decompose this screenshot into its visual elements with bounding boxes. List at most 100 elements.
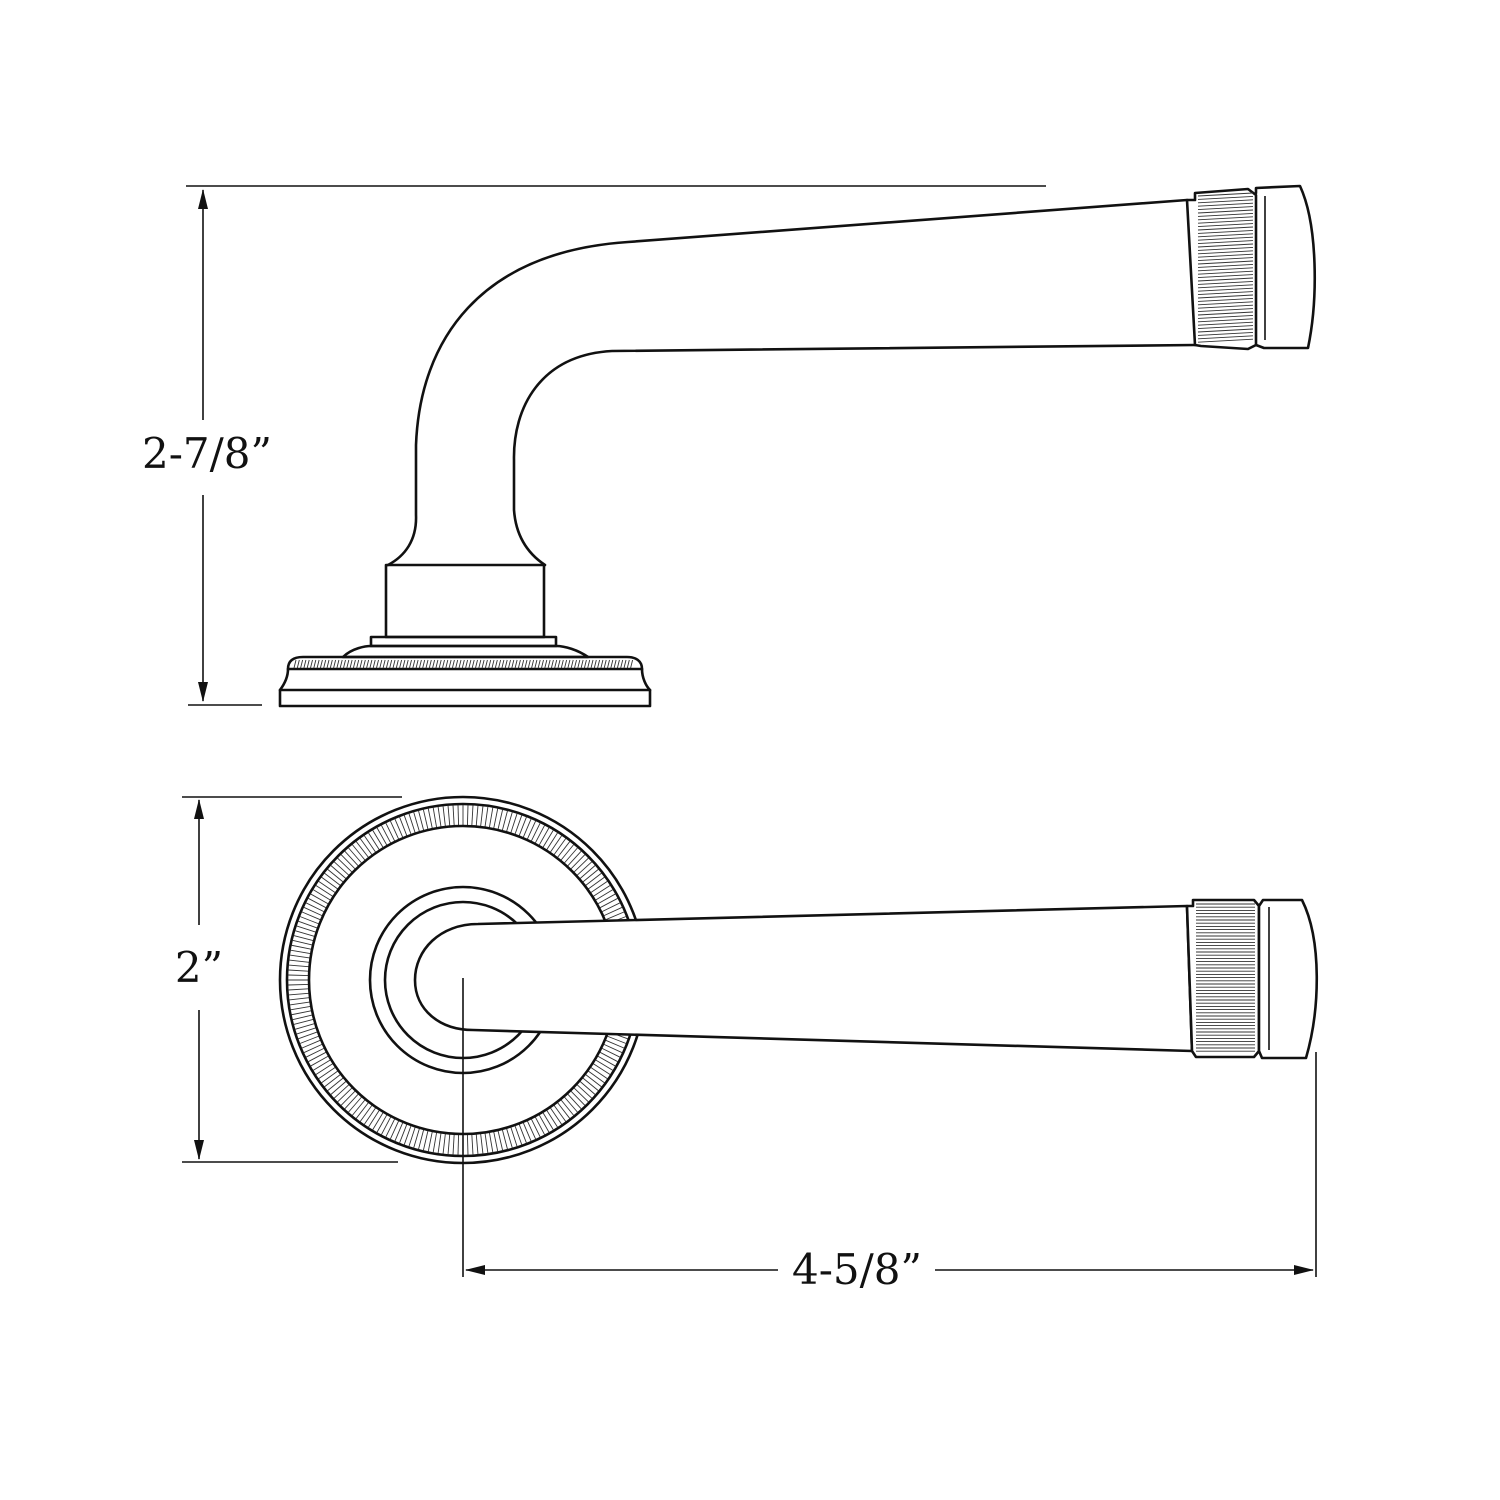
rose-knurl-line — [560, 1099, 575, 1116]
sleeve-knurl-line — [1197, 297, 1254, 302]
rose-knurl-line — [620, 659, 624, 669]
rose-knurl-line — [418, 659, 422, 669]
rose-knurl-line — [305, 1047, 325, 1058]
sleeve-knurl-line — [1197, 202, 1254, 207]
rose-knurl-line — [376, 1114, 388, 1133]
sleeve-knurl-line — [1197, 325, 1254, 330]
rose-knurl-line — [576, 861, 593, 876]
rose-knurl-line — [585, 872, 602, 886]
rose-knurl-line — [385, 659, 389, 669]
sleeve-knurl-line — [1197, 199, 1254, 204]
rose-knurl-line — [498, 659, 502, 669]
rose-knurl-line — [607, 1035, 627, 1044]
rose-knurl-line — [510, 1127, 518, 1147]
rose-knurl-line — [480, 806, 484, 827]
rose-knurl-line — [579, 865, 596, 879]
sleeve-knurl-line — [1197, 192, 1254, 197]
rose-knurl-line — [593, 1063, 611, 1075]
front-end-cap — [1257, 898, 1319, 1060]
rose-knurl-line — [288, 964, 309, 968]
rose-knurl-line — [550, 1107, 563, 1125]
sleeve-knurl-line — [1197, 301, 1254, 306]
rose-knurl-line — [493, 1131, 499, 1152]
rose-knurl-line — [445, 659, 449, 669]
rose-knurl-line — [567, 1093, 582, 1110]
rose-knurl-line — [605, 1039, 625, 1049]
rose-knurl-line — [301, 1039, 321, 1049]
sleeve-knurl-line — [1197, 304, 1254, 309]
height-dimension-label: 2-7/8” — [142, 429, 272, 478]
rose-knurl-line — [291, 1010, 312, 1016]
sleeve-knurl-line — [1197, 195, 1254, 200]
rose-knurl-line — [484, 659, 488, 669]
rose-knurl-line — [330, 1081, 347, 1095]
rose-knurl-line — [599, 1051, 618, 1063]
sleeve-knurl-line — [1197, 209, 1254, 214]
side-stem-collar — [369, 635, 558, 648]
rose-knurl-line — [593, 885, 611, 897]
rose-knurl-line — [518, 1124, 527, 1144]
rose-knurl-line — [323, 659, 327, 669]
front-lever-outline — [413, 904, 1194, 1053]
rose-knurl-line — [537, 659, 541, 669]
rose-knurl-line — [327, 1077, 344, 1092]
side-lever-inner-outline — [512, 343, 1197, 567]
sleeve-knurl-line — [1197, 277, 1254, 282]
side-stem — [384, 563, 546, 639]
rose-knurl-line — [418, 810, 425, 831]
sleeve-knurl-line — [1197, 219, 1254, 224]
rose-knurl-line — [442, 1133, 446, 1154]
rose-knurl-line — [601, 1047, 621, 1058]
rose-knurl-line — [475, 659, 478, 669]
rose-knurl-line — [560, 659, 564, 669]
rose-knurl-line — [422, 809, 429, 830]
rose-knurl-line — [312, 889, 331, 901]
rose-knurl-line — [392, 659, 396, 669]
rose-knurl-line — [337, 1087, 353, 1103]
rose-knurl-line — [544, 659, 548, 669]
rose-knurl-line — [349, 659, 353, 669]
rose-knurl-line — [579, 1081, 596, 1095]
rose-knurl-line — [506, 1128, 513, 1149]
rose-knurl-line — [376, 827, 388, 846]
rose-knurl-line — [522, 1122, 532, 1142]
rose-knurl-line — [534, 825, 546, 844]
rose-knurl-line — [296, 1027, 316, 1035]
rose-knurl-line — [452, 1134, 455, 1155]
rose-knurl-line — [466, 805, 469, 826]
sleeve-knurl-line — [1197, 294, 1254, 299]
sleeve-knurl-line — [1197, 308, 1254, 313]
rose-knurl-line — [288, 969, 309, 972]
rose-knurl-line — [518, 816, 527, 836]
rose-knurl-line — [574, 659, 577, 669]
length-dimension-label: 4-5/8” — [792, 1245, 922, 1294]
rose-knurl-line — [310, 1055, 329, 1067]
rose-knurl-line — [293, 935, 314, 942]
rose-knurl-line — [422, 659, 426, 669]
sleeve-knurl-line — [1197, 274, 1254, 279]
rose-knurl-line — [303, 906, 323, 917]
rose-knurl-line — [389, 659, 393, 669]
rose-knurl-line — [530, 1118, 541, 1138]
rose-knurl-line — [564, 1096, 578, 1113]
rose-knurl-line — [613, 659, 617, 669]
rose-knurl-line — [522, 818, 532, 838]
rose-knurl-line — [312, 1059, 331, 1071]
side-lever-outline — [386, 198, 1189, 567]
rose-knurl-line — [351, 1099, 366, 1116]
sleeve-knurl-line — [1197, 321, 1254, 326]
sleeve-knurl-line — [1197, 216, 1254, 221]
side-rose-knurl-band — [286, 655, 644, 671]
rose-knurl-line — [425, 659, 429, 669]
sleeve-knurl-line — [1197, 212, 1254, 217]
rose-knurl-line — [432, 807, 438, 828]
rose-knurl-line — [471, 1134, 474, 1155]
rose-knurl-line — [567, 659, 571, 669]
rose-knurl-line — [564, 847, 578, 864]
rose-knurl-line — [597, 659, 601, 669]
rose-knurl-line — [585, 1074, 602, 1088]
rose-knurl-line — [590, 659, 594, 669]
rose-knurl-line — [557, 1102, 571, 1119]
rose-knurl-line — [497, 1130, 504, 1151]
rose-knurl-line — [292, 1014, 313, 1021]
